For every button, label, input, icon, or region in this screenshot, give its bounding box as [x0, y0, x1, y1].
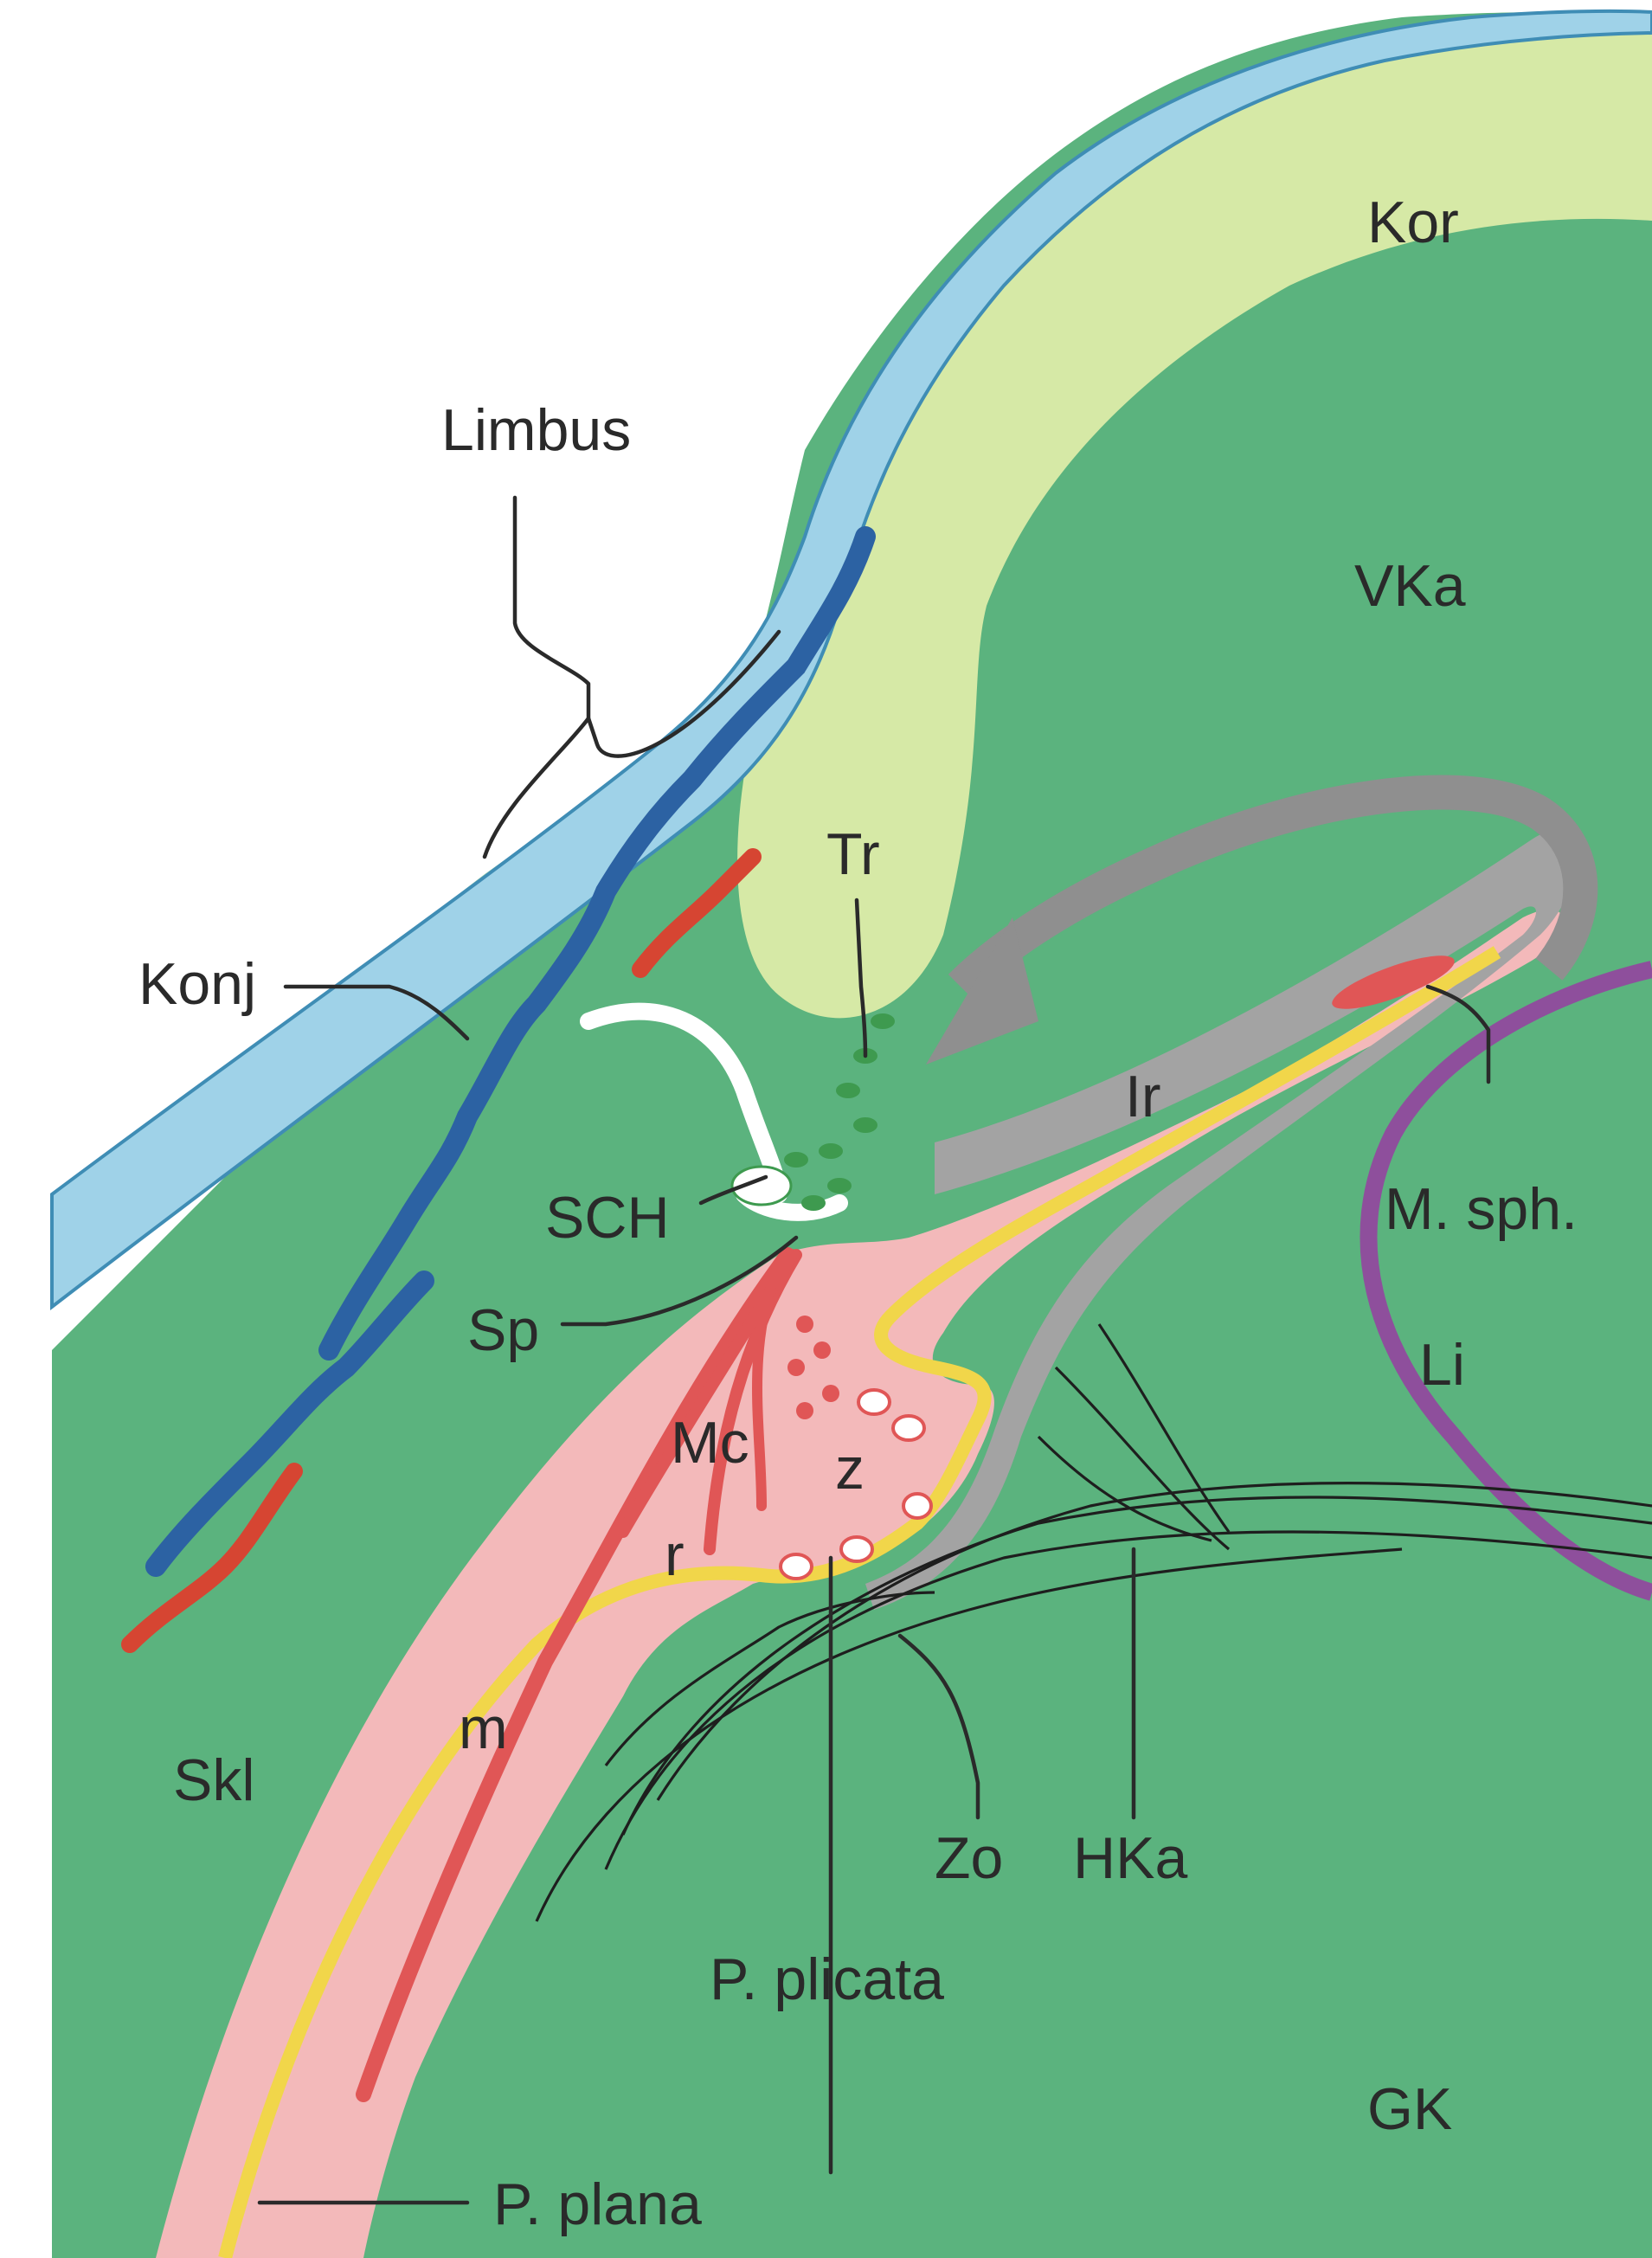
label-mc: Mc	[671, 1410, 749, 1476]
label-limbus: Limbus	[441, 397, 631, 463]
label-p-plana: P. plana	[493, 2171, 702, 2237]
label-vka: VKa	[1354, 553, 1466, 619]
label-sch: SCH	[545, 1185, 670, 1251]
label-z: z	[835, 1436, 865, 1502]
label-tr: Tr	[826, 821, 880, 887]
label-p-plicata: P. plicata	[710, 1946, 944, 2012]
label-zo: Zo	[935, 1825, 1003, 1891]
label-skl: Skl	[173, 1747, 254, 1813]
label-m-sph: M. sph.	[1385, 1176, 1578, 1242]
label-m: m	[459, 1695, 508, 1761]
label-hka: HKa	[1073, 1825, 1187, 1891]
label-sp: Sp	[467, 1297, 539, 1363]
label-konj: Konj	[138, 951, 256, 1017]
label-li: Li	[1419, 1332, 1465, 1398]
label-gk: GK	[1367, 2076, 1452, 2142]
label-kor: Kor	[1367, 190, 1459, 255]
label-r: r	[665, 1522, 685, 1588]
label-ir: Ir	[1125, 1064, 1161, 1129]
